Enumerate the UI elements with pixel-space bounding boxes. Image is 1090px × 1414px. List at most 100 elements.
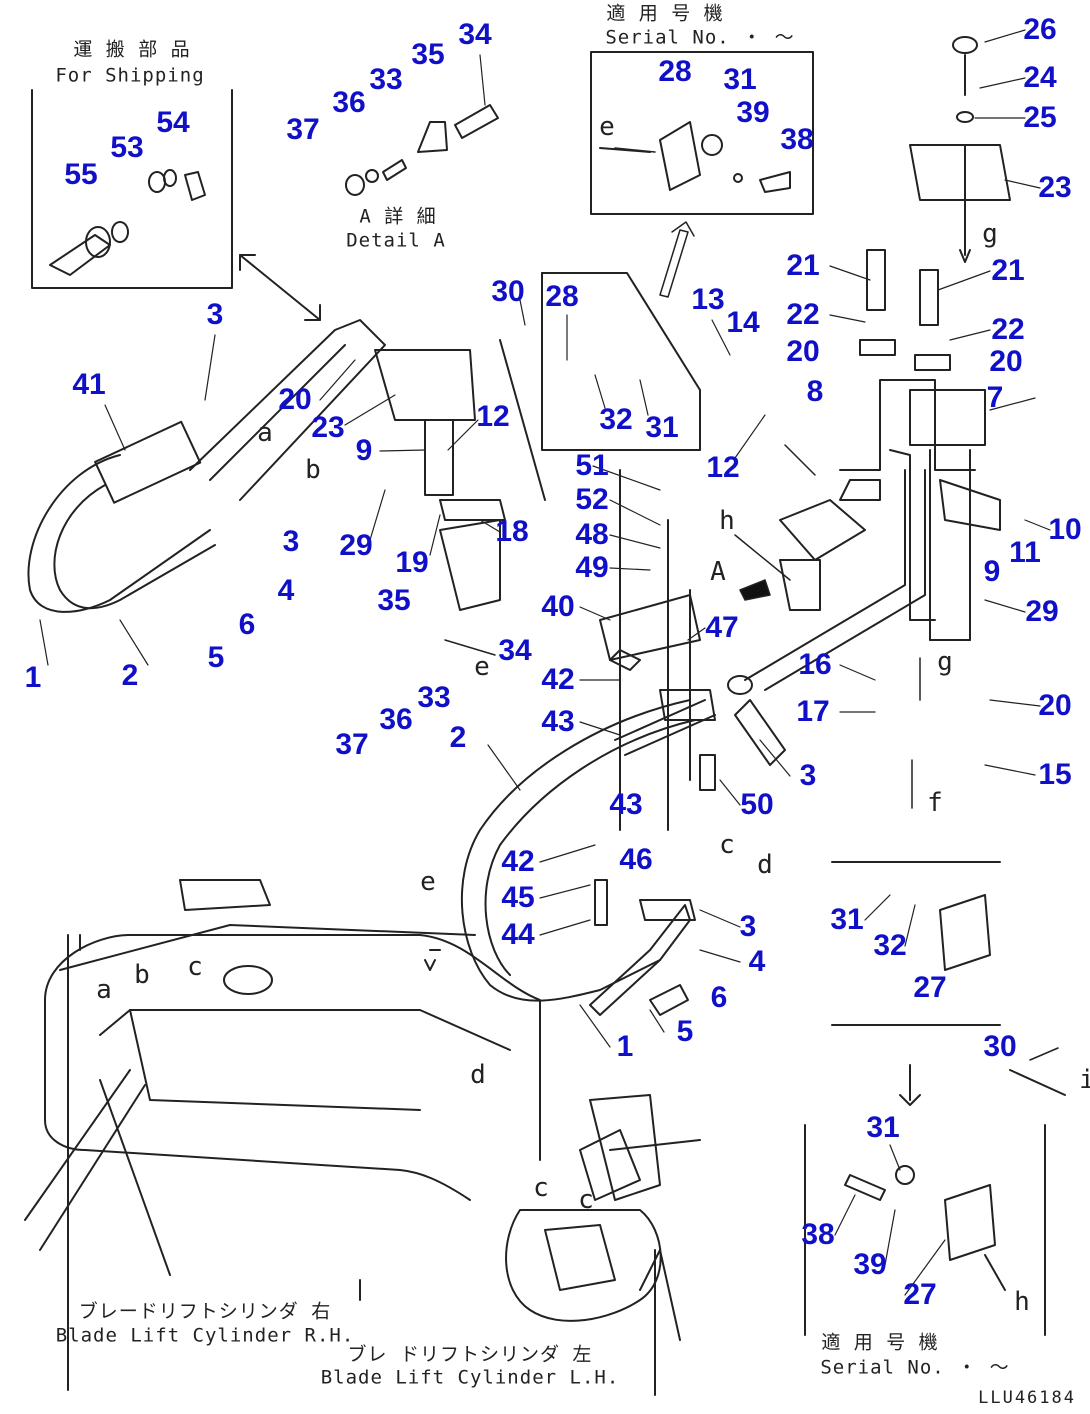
caption: For Shipping: [55, 64, 205, 87]
part-number: 52: [575, 483, 609, 516]
bracket-right: [727, 36, 1011, 766]
part-number: 29: [1025, 595, 1059, 628]
part-number: 23: [311, 411, 345, 444]
part-number: 7: [986, 381, 1004, 414]
part-number: 22: [786, 298, 820, 331]
caption: Detail A: [346, 229, 446, 252]
part-number: 32: [873, 929, 907, 962]
part-number: 39: [736, 96, 770, 129]
part-number: 37: [335, 728, 369, 761]
caption: Serial No. ・ ～: [605, 26, 795, 49]
part-number: 10: [1048, 513, 1082, 546]
connection-letter: d: [757, 850, 773, 880]
part-number: 18: [495, 515, 529, 548]
part-number: 19: [395, 546, 429, 579]
part-number: 20: [786, 335, 820, 368]
part-number: 21: [991, 254, 1025, 287]
part-number: 20: [989, 345, 1023, 378]
part-number: 15: [1038, 758, 1072, 791]
part-number: 25: [1023, 101, 1057, 134]
part-number: 28: [658, 55, 692, 88]
part-number: 11: [1009, 536, 1041, 569]
connection-letter: b: [134, 960, 150, 990]
caption: Blade Lift Cylinder R.H.: [55, 1324, 355, 1347]
part-number: 34: [458, 18, 492, 51]
connection-letter: h: [1014, 1287, 1030, 1317]
part-number: 1: [616, 1030, 634, 1063]
connection-letter: g: [982, 219, 998, 249]
connection-letter: f: [927, 788, 943, 818]
connection-letter: d: [470, 1060, 486, 1090]
part-number: 36: [379, 703, 413, 736]
caption: Blade Lift Cylinder L.H.: [320, 1366, 620, 1389]
part-number: 5: [676, 1015, 694, 1048]
part-number: 32: [599, 403, 633, 436]
part-number: 44: [501, 918, 535, 951]
part-number: 3: [206, 298, 224, 331]
part-number: 49: [575, 551, 609, 584]
caption: A 詳 細: [359, 205, 437, 228]
connection-letter: c: [533, 1173, 549, 1203]
part-number: 21: [786, 249, 820, 282]
part-number: 14: [726, 306, 760, 339]
part-number: 9: [355, 434, 373, 467]
drawing-code: LLU46184: [978, 1388, 1076, 1408]
part-number: 42: [501, 845, 535, 878]
part-number: 54: [156, 106, 190, 139]
part-number: 22: [991, 313, 1025, 346]
part-number: 5: [207, 641, 225, 674]
part-number: 41: [72, 368, 106, 401]
part-number: 1: [24, 661, 42, 694]
part-number: 55: [64, 158, 98, 191]
caption: 運 搬 部 品: [73, 38, 191, 61]
leader-lines: [39, 29, 1051, 1296]
hose-center: [460, 689, 716, 1016]
part-number: 28: [545, 280, 579, 313]
part-number: 39: [853, 1248, 887, 1281]
part-number: 12: [706, 451, 740, 484]
part-number: 38: [801, 1218, 835, 1251]
shipping-parts: [49, 169, 206, 276]
part-number: 30: [491, 275, 525, 308]
part-number: 2: [121, 659, 139, 692]
part-number: 4: [748, 945, 766, 978]
connection-letter: e: [599, 112, 615, 142]
part-number: 16: [798, 648, 832, 681]
part-number: 30: [983, 1030, 1017, 1063]
part-number: 34: [498, 634, 532, 667]
machine-body: [24, 879, 701, 1396]
part-number: 29: [339, 529, 373, 562]
part-number: 33: [369, 63, 403, 96]
connection-letter: e: [474, 652, 490, 682]
connection-letter: a: [96, 975, 112, 1005]
caption: Serial No. ・ ～: [820, 1356, 1010, 1379]
part-number: 27: [903, 1278, 937, 1311]
part-number: 24: [1023, 61, 1057, 94]
part-number: 6: [238, 608, 256, 641]
part-number: 36: [332, 86, 366, 119]
connection-letter: b: [305, 455, 321, 485]
connection-letter: g: [937, 647, 953, 677]
caption: ブレードリフトシリンダ 右: [78, 1300, 332, 1323]
part-number: 12: [476, 400, 510, 433]
caption: 適 用 号 機: [606, 2, 724, 25]
connection-letter: e: [420, 867, 436, 897]
part-number: 50: [740, 788, 774, 821]
part-number: 43: [541, 705, 575, 738]
part-number: 13: [691, 283, 725, 316]
part-number: 3: [282, 525, 300, 558]
inset-frames: [31, 51, 1046, 1336]
part-number: 46: [619, 843, 653, 876]
connection-letter: i: [1079, 1065, 1090, 1095]
part-number: 33: [417, 681, 451, 714]
part-number: 3: [799, 759, 817, 792]
part-number: 8: [806, 375, 824, 408]
caption: ブレ ドリフトシリンダ 左: [347, 1343, 593, 1366]
part-number: 2: [449, 721, 467, 754]
part-number: 37: [286, 113, 320, 146]
part-number: 53: [110, 131, 144, 164]
part-number: 43: [609, 788, 643, 821]
part-number: 20: [1038, 689, 1072, 722]
